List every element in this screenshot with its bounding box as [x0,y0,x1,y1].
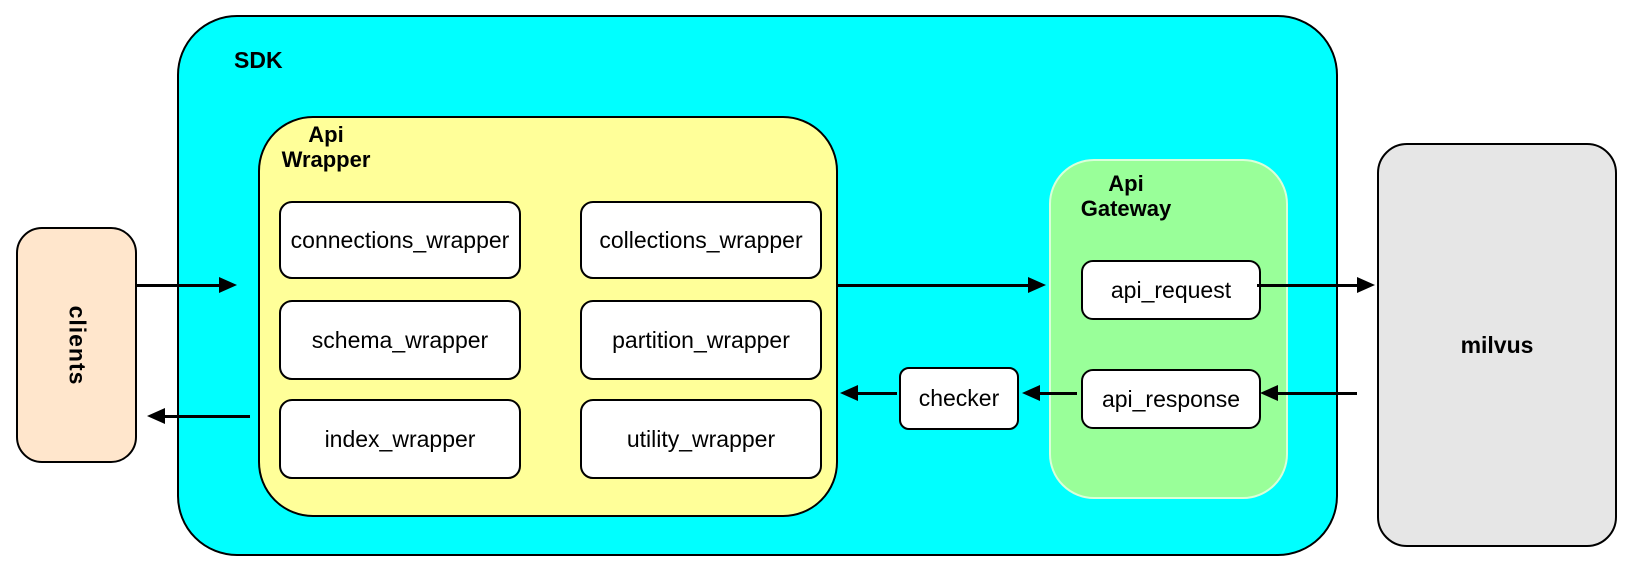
api-wrapper-label-line1: Api [308,122,344,147]
checker-node: checker [899,367,1019,430]
api-wrapper-container: Api Wrapper connections_wrapper collecti… [258,116,838,517]
schema-wrapper-node: schema_wrapper [279,300,521,380]
utility-wrapper-node: utility_wrapper [580,399,822,479]
arrow-clients-to-sdk [136,277,237,293]
collections-wrapper-node: collections_wrapper [580,201,822,279]
api-response-label: api_response [1101,385,1241,412]
checker-label: checker [918,385,1000,411]
api-gateway-label: Api Gateway [1051,171,1201,221]
arrow-checker-to-wrapper [840,385,897,401]
partition-wrapper-node: partition_wrapper [580,300,822,380]
sdk-label: SDK [234,47,283,73]
schema-wrapper-label: schema_wrapper [311,326,489,353]
index-wrapper-label: index_wrapper [324,425,476,452]
arrow-wrapper-to-gateway [836,277,1046,293]
api-response-node: api_response [1081,369,1261,429]
api-gateway-container: Api Gateway api_request api_response [1049,159,1288,499]
api-wrapper-label: Api Wrapper [260,122,392,172]
sdk-container: SDK Api Wrapper connections_wrapper coll… [177,15,1338,556]
index-wrapper-node: index_wrapper [279,399,521,479]
api-gateway-label-line2: Gateway [1080,196,1172,221]
collections-wrapper-label: collections_wrapper [599,226,803,253]
connections-wrapper-label: connections_wrapper [290,226,510,253]
connections-wrapper-node: connections_wrapper [279,201,521,279]
api-request-node: api_request [1081,260,1261,320]
clients-label: clients [64,305,90,385]
milvus-label: milvus [1460,331,1534,358]
api-wrapper-label-line2: Wrapper [281,147,371,172]
clients-node: clients [16,227,137,463]
utility-wrapper-label: utility_wrapper [626,425,776,452]
arrow-sdk-to-clients [147,408,250,424]
milvus-node: milvus [1377,143,1617,547]
api-request-label: api_request [1110,276,1232,303]
partition-wrapper-label: partition_wrapper [612,326,790,353]
arrow-milvus-to-response [1260,385,1357,401]
arrow-request-to-milvus [1257,277,1375,293]
arrow-response-to-checker [1022,385,1077,401]
api-gateway-label-line1: Api [1108,171,1144,196]
